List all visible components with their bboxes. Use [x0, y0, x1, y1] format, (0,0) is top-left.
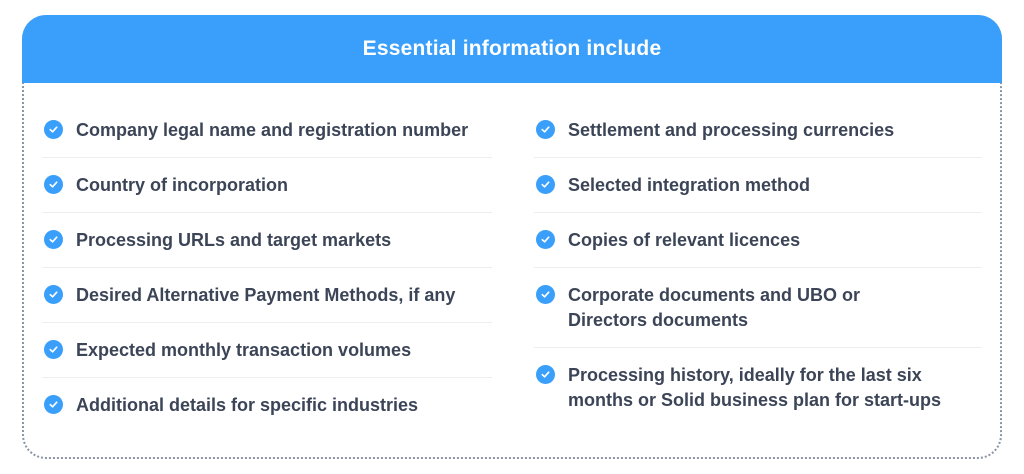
list-item: Copies of relevant licences: [534, 213, 982, 268]
list-item: Processing history, ideally for the last…: [534, 348, 982, 428]
list-item: Processing URLs and target markets: [42, 213, 492, 268]
check-circle-icon: [536, 175, 555, 194]
list-item: Selected integration method: [534, 158, 982, 213]
item-label: Selected integration method: [568, 175, 811, 195]
check-circle-icon: [44, 285, 63, 304]
card-title: Essential information include: [362, 37, 662, 60]
check-circle-icon: [44, 340, 63, 359]
item-label: Desired Alternative Payment Methods, if …: [76, 285, 456, 305]
item-label: Copies of relevant licences: [568, 230, 801, 250]
list-item: Country of incorporation: [42, 158, 492, 213]
left-checklist: Company legal name and registration numb…: [42, 103, 492, 433]
list-item: Settlement and processing currencies: [534, 103, 982, 158]
right-checklist: Settlement and processing currencies Sel…: [534, 103, 982, 428]
check-circle-icon: [536, 365, 555, 384]
info-card: [22, 15, 1002, 459]
item-label: Corporate documents and UBO or Directors…: [568, 285, 861, 330]
list-item: Additional details for specific industri…: [42, 378, 492, 433]
list-item: Company legal name and registration numb…: [42, 103, 492, 158]
check-circle-icon: [536, 120, 555, 139]
check-circle-icon: [44, 120, 63, 139]
check-circle-icon: [44, 230, 63, 249]
item-label: Settlement and processing currencies: [568, 120, 895, 140]
list-item: Corporate documents and UBO or Directors…: [534, 268, 982, 348]
item-label: Additional details for specific industri…: [76, 395, 419, 415]
item-label: Country of incorporation: [76, 175, 288, 195]
list-item: Expected monthly transaction volumes: [42, 323, 492, 378]
check-circle-icon: [536, 230, 555, 249]
check-circle-icon: [536, 285, 555, 304]
list-item: Desired Alternative Payment Methods, if …: [42, 268, 492, 323]
item-label: Processing history, ideally for the last…: [568, 365, 942, 410]
item-label: Company legal name and registration numb…: [76, 120, 469, 140]
item-label: Processing URLs and target markets: [76, 230, 392, 250]
item-label: Expected monthly transaction volumes: [76, 340, 412, 360]
card-header: Essential information include: [22, 15, 1002, 83]
check-circle-icon: [44, 395, 63, 414]
check-circle-icon: [44, 175, 63, 194]
